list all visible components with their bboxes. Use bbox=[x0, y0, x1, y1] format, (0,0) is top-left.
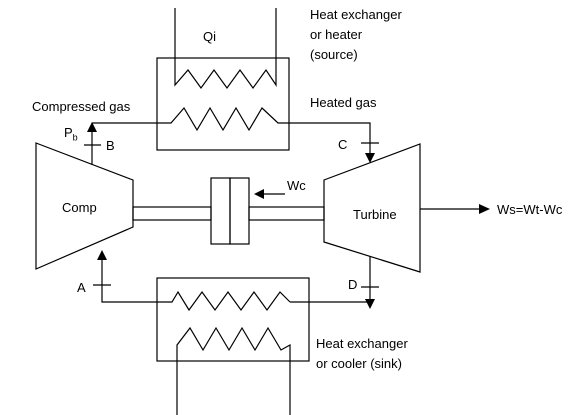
sink-label-line2: or cooler (sink) bbox=[316, 356, 402, 371]
point-d-label: D bbox=[348, 277, 358, 292]
coolant-coil bbox=[176, 326, 291, 415]
arrowhead-compressor-inlet bbox=[97, 250, 107, 260]
point-a-label: A bbox=[77, 280, 86, 295]
heated-gas-label: Heated gas bbox=[310, 95, 377, 110]
arrowhead-compressed-gas bbox=[87, 122, 97, 132]
compressed-gas-label: Compressed gas bbox=[32, 99, 131, 114]
shaft-coupling-left bbox=[210, 177, 231, 245]
gas-heating-coil bbox=[92, 106, 371, 156]
pb-main: P bbox=[64, 125, 73, 140]
source-heat-exchanger-box bbox=[156, 57, 290, 151]
source-label-line3: (source) bbox=[310, 47, 358, 62]
compressor-label: Comp bbox=[62, 200, 97, 215]
qi-heater-coil bbox=[174, 8, 277, 90]
shaft-right bbox=[248, 206, 325, 221]
qi-label: Qi bbox=[203, 29, 216, 44]
ws-label: Ws=Wt-Wc bbox=[497, 202, 563, 217]
wc-label: Wc bbox=[287, 178, 306, 193]
point-b-label: B bbox=[106, 138, 115, 153]
sink-heat-exchanger-box bbox=[156, 277, 310, 362]
sink-label-line1: Heat exchanger bbox=[316, 336, 408, 351]
arrowhead-wc bbox=[254, 189, 264, 199]
arrowhead-turbine-outlet bbox=[365, 299, 375, 309]
turbine-shape bbox=[323, 143, 421, 273]
source-label-line1: Heat exchanger bbox=[310, 7, 402, 22]
shaft-left bbox=[132, 206, 212, 221]
compressor-shape bbox=[35, 142, 134, 270]
turbine-label: Turbine bbox=[353, 207, 397, 222]
shaft-coupling-right bbox=[229, 177, 250, 245]
source-label-line2: or heater bbox=[310, 27, 363, 42]
arrowhead-turbine-inlet bbox=[365, 153, 375, 163]
arrowhead-work-output bbox=[479, 204, 490, 214]
pb-subscript: b bbox=[72, 132, 78, 143]
pb-label: Pb bbox=[64, 124, 78, 147]
gas-cooling-coil bbox=[101, 255, 291, 312]
point-c-label: C bbox=[338, 137, 348, 152]
